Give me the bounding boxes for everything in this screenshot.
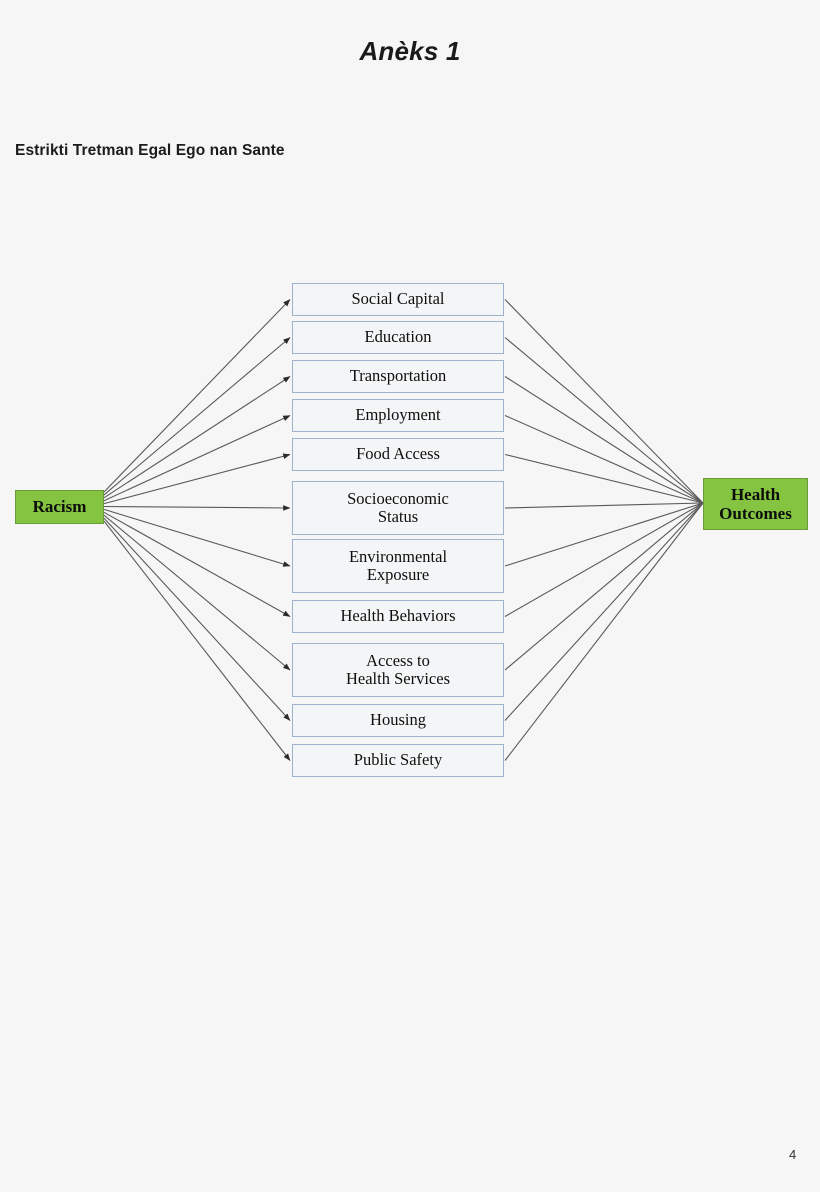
edge-housing-to-health-outcomes — [504, 502, 704, 721]
node-employment[interactable]: Employment — [292, 399, 504, 432]
edge-racism-to-socioeconomic-status — [103, 505, 291, 511]
edges-from-racism — [103, 299, 291, 761]
edge-racism-to-environmental-exposure — [103, 508, 291, 567]
edge-racism-to-access-to-health-services — [103, 514, 291, 671]
edge-racism-to-housing — [103, 517, 291, 721]
page-number: 4 — [789, 1147, 797, 1162]
edges-to-health-outcomes — [504, 299, 704, 761]
node-health-outcomes-label-line1: Health — [730, 484, 781, 504]
label-line1: Environmental — [348, 546, 448, 566]
page-title: Anèks 1 — [359, 36, 461, 66]
node-health-behaviors[interactable]: Health Behaviors — [292, 600, 504, 633]
edge-racism-to-employment — [103, 414, 291, 502]
edge-racism-to-food-access — [103, 453, 291, 505]
label-line1: Access to — [366, 650, 430, 670]
node-housing-label: Housing — [370, 710, 426, 730]
edge-racism-to-social-capital — [103, 299, 291, 493]
node-health-outcomes[interactable]: Health Outcomes — [703, 478, 808, 530]
edge-racism-to-health-behaviors — [103, 511, 291, 617]
node-health-outcomes-label-line2: Outcomes — [719, 504, 792, 523]
node-public-safety-label: Public Safety — [353, 750, 443, 770]
node-social-capital[interactable]: Social Capital — [292, 283, 504, 316]
edge-racism-to-transportation — [103, 376, 291, 499]
node-education-label: Education — [364, 327, 432, 347]
edge-food-access-to-health-outcomes — [504, 453, 704, 504]
edge-access-to-health-services-to-health-outcomes — [504, 502, 704, 671]
node-food-access-label: Food Access — [356, 444, 440, 464]
edge-racism-to-public-safety — [103, 520, 291, 761]
node-education[interactable]: Education — [292, 321, 504, 354]
node-racism-label: Racism — [32, 497, 87, 517]
node-health-outcomes-label: Health Outcomes — [719, 485, 792, 523]
node-employment-label: Employment — [355, 405, 441, 425]
node-racism[interactable]: Racism — [15, 490, 104, 524]
node-health-behaviors-label: Health Behaviors — [340, 606, 456, 626]
page-subtitle: Estrikti Tretman Egal Ego nan Sante — [15, 142, 285, 159]
node-housing[interactable]: Housing — [292, 704, 504, 737]
label-line1: Socioeconomic — [347, 488, 449, 508]
edge-health-behaviors-to-health-outcomes — [504, 502, 704, 617]
node-food-access[interactable]: Food Access — [292, 438, 504, 471]
label-line2: Exposure — [366, 565, 430, 584]
label-line2: Health Services — [345, 669, 450, 688]
edge-socioeconomic-status-to-health-outcomes — [504, 502, 704, 509]
node-transportation[interactable]: Transportation — [292, 360, 504, 393]
edge-education-to-health-outcomes — [504, 337, 704, 504]
label-line2: Status — [377, 507, 419, 526]
edge-racism-to-education — [103, 337, 291, 496]
node-social-capital-label: Social Capital — [351, 289, 445, 309]
node-public-safety[interactable]: Public Safety — [292, 744, 504, 777]
edge-public-safety-to-health-outcomes — [504, 502, 704, 761]
node-transportation-label: Transportation — [349, 366, 447, 386]
edge-environmental-exposure-to-health-outcomes — [504, 502, 704, 567]
edge-social-capital-to-health-outcomes — [504, 299, 704, 504]
edge-transportation-to-health-outcomes — [504, 376, 704, 504]
edge-employment-to-health-outcomes — [504, 414, 704, 504]
